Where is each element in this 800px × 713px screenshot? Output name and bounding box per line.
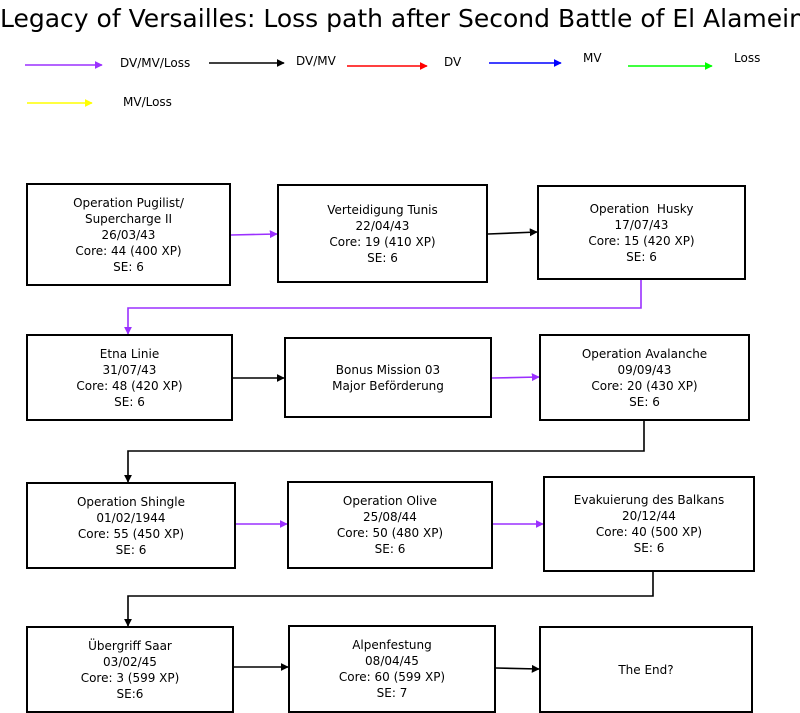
node-line: 09/09/43 xyxy=(617,362,672,377)
node-line: Bonus Mission 03 xyxy=(335,362,441,377)
node-line: Core: 40 (500 XP) xyxy=(595,525,703,539)
node-line: Major Beförderung xyxy=(332,378,444,393)
node-line: SE:6 xyxy=(116,686,144,701)
edge-2-to-3 xyxy=(124,280,642,335)
node-line: SE: 6 xyxy=(115,542,147,557)
node-line: 22/04/43 xyxy=(355,218,410,233)
node-line: Core: 19 (410 XP) xyxy=(329,234,436,249)
node-line: Core: 20 (430 XP) xyxy=(591,378,698,393)
node-line: SE: 6 xyxy=(367,250,398,265)
node-line: SE: 6 xyxy=(629,394,660,409)
node-line: Core: 50 (480 XP) xyxy=(336,526,444,540)
edge-1-to-2 xyxy=(487,228,538,237)
node-line: 26/03/43 xyxy=(101,227,156,242)
node-line: The End? xyxy=(618,662,674,677)
node-line: 25/08/44 xyxy=(363,510,417,524)
node-line: Operation Shingle xyxy=(76,494,186,509)
node-line: 01/02/1944 xyxy=(96,510,166,525)
node-line: Supercharge II xyxy=(84,211,173,226)
legend-label-loss: Loss xyxy=(734,51,761,65)
node-line: Core: 3 (599 XP) xyxy=(80,670,180,685)
node-line: SE: 6 xyxy=(374,542,406,556)
node-the-end: The End? xyxy=(539,626,753,713)
edge-4-to-5 xyxy=(491,373,540,382)
node-line: 03/02/45 xyxy=(103,654,157,669)
node-line: 20/12/44 xyxy=(622,509,676,523)
edge-0-to-1 xyxy=(230,230,278,239)
node-line: 31/07/43 xyxy=(102,362,157,377)
node-line: Etna Linie xyxy=(99,346,160,361)
node-line: Core: 15 (420 XP) xyxy=(588,233,695,248)
node-line: SE: 6 xyxy=(633,541,665,555)
node-line: Operation Husky xyxy=(589,201,694,216)
node-line: Core: 48 (420 XP) xyxy=(76,378,183,393)
node-line: SE: 6 xyxy=(113,259,144,274)
node-line: SE: 7 xyxy=(376,686,408,700)
legend-label-mv: MV xyxy=(583,51,602,65)
node-line: Operation Olive xyxy=(342,494,438,508)
node-line: Evakuierung des Balkans xyxy=(573,493,725,507)
node-line: SE: 6 xyxy=(114,394,145,409)
node-line: SE: 6 xyxy=(626,249,657,264)
node-line: Core: 44 (400 XP) xyxy=(75,243,182,258)
edge-10-to-11 xyxy=(495,664,540,673)
node-line: 17/07/43 xyxy=(614,217,669,232)
node-line: Übergriff Saar xyxy=(88,638,172,653)
node-line: Operation Avalanche xyxy=(581,346,708,361)
legend-label-dv: DV xyxy=(444,55,462,69)
node-line: Core: 60 (599 XP) xyxy=(338,670,446,684)
legend-label-mv-loss: MV/Loss xyxy=(123,95,172,109)
legend-label-dv-mv-loss: DV/MV/Loss xyxy=(120,56,191,70)
node-line: Verteidigung Tunis xyxy=(327,202,438,217)
legend-label-dv-mv: DV/MV xyxy=(296,54,336,68)
diagram-title: Legacy of Versailles: Loss path after Se… xyxy=(0,4,800,33)
node-line: Operation Pugilist/ xyxy=(73,195,184,210)
edge-5-to-6 xyxy=(124,421,645,483)
edge-8-to-9 xyxy=(124,572,654,627)
node-line: 08/04/45 xyxy=(365,654,419,668)
node-line: Core: 55 (450 XP) xyxy=(77,526,185,541)
node-line: Alpenfestung xyxy=(352,638,432,652)
